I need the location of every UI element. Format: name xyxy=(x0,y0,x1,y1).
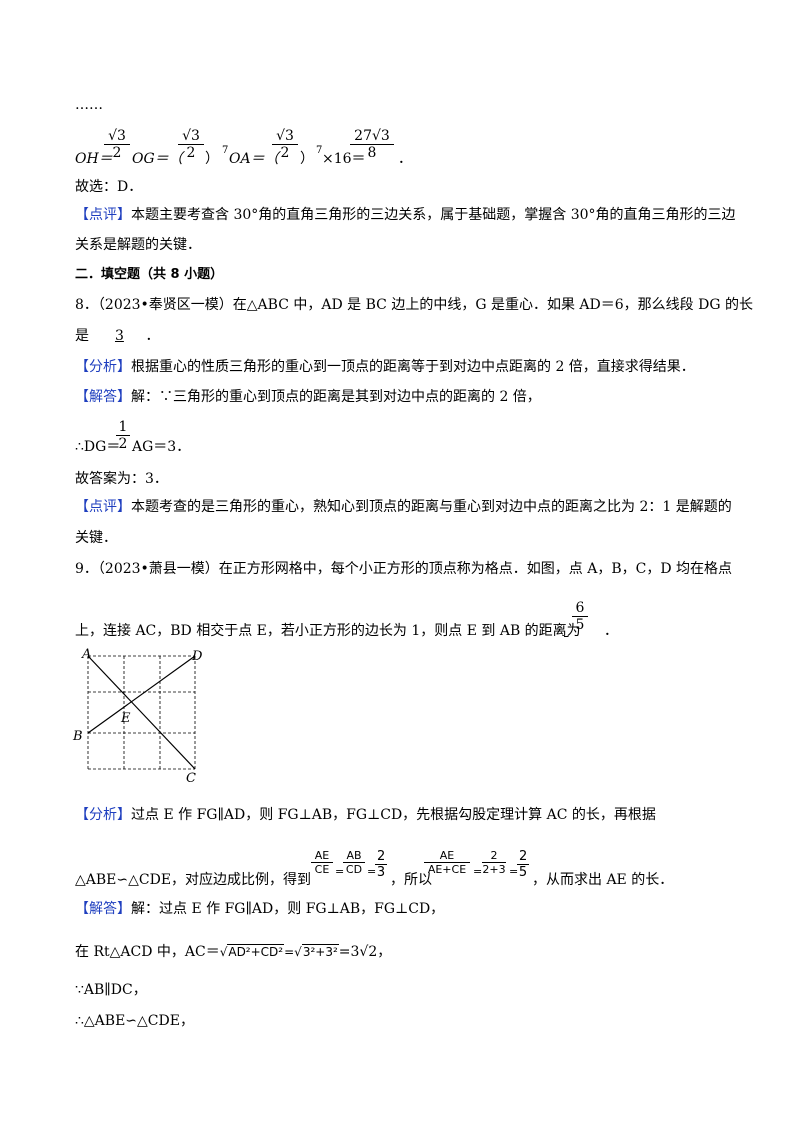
equals: = xyxy=(284,945,295,959)
q8-stem-cont: 是 3 ． xyxy=(75,329,159,343)
analysis-text: 过点 E 作 FG∥AD，则 FG⊥AB，FG⊥CD，先根据勾股定理计算 AC … xyxy=(131,807,656,823)
similar-line: ∴△ABE∽△CDE， xyxy=(75,1013,194,1029)
paren: ） xyxy=(205,151,219,167)
q8-answer-line: 故答案为：3． xyxy=(75,471,168,487)
solution-text: 解：∵三角形的重心到顶点的距离是其到对边中点的距离的 2 倍， xyxy=(131,389,541,405)
solution-tag: 【解答】 xyxy=(75,901,131,917)
og-label: OG＝（ xyxy=(132,151,183,167)
dg-suffix: AG＝3． xyxy=(132,439,191,455)
q8-suffix: ． xyxy=(145,328,160,344)
line-bd xyxy=(87,655,196,734)
oh-label: OH＝ xyxy=(75,151,113,167)
ellipsis: …… xyxy=(75,97,103,113)
q9-analysis-c: ，从而求出 AE 的长． xyxy=(532,872,674,888)
q8-solution: 【解答】解：∵三角形的重心到顶点的距离是其到对边中点的距离的 2 倍， xyxy=(75,390,541,404)
label-e: E xyxy=(120,711,131,726)
comment-7: 【点评】本题主要考查含 30°角的直角三角形的三边关系，属于基础题，掌握含 30… xyxy=(75,208,736,222)
analysis-text: 根据重心的性质三角形的重心到一顶点的距离等于到对边中点距离的 2 倍，直接求得结… xyxy=(131,359,695,375)
q8-answer: 3 xyxy=(114,328,124,344)
rt-line: 在 Rt△ACD 中，AC＝√AD²+CD²=√3²+3²=3√2， xyxy=(75,944,392,960)
dashed-grid xyxy=(87,655,196,770)
solution-tag: 【解答】 xyxy=(75,389,131,405)
q8-prefix: 是 xyxy=(75,328,89,344)
comment-text: 本题考查的是三角形的重心，熟知心到顶点的距离与重心到对边中点的距离之比为 2：1… xyxy=(131,499,732,515)
analysis-tag: 【分析】 xyxy=(75,807,131,823)
times16: ×16＝ xyxy=(322,151,366,167)
paren: ） xyxy=(300,151,314,167)
comment-text: 本题主要考查含 30°角的直角三角形的三边关系，属于基础题，掌握含 30°角的直… xyxy=(131,207,736,223)
label-a: A xyxy=(81,647,91,662)
analysis-tag: 【分析】 xyxy=(75,359,131,375)
oa-label: OA＝（ xyxy=(229,151,279,167)
answer-choice: 故选：D． xyxy=(75,179,143,195)
q8-analysis: 【分析】根据重心的性质三角形的重心到一顶点的距离等于到对边中点距离的 2 倍，直… xyxy=(75,360,695,374)
parallel-line: ∵AB∥DC， xyxy=(75,982,147,998)
section-title: 二．填空题（共 8 小题） xyxy=(75,267,224,282)
exponent: 7 xyxy=(222,145,229,156)
period: ． xyxy=(604,623,618,639)
label-b: B xyxy=(72,729,83,744)
exponent: 7 xyxy=(316,145,323,156)
sqrt-expression: √3²+3² xyxy=(294,944,339,959)
sqrt-expression: √AD²+CD² xyxy=(219,944,285,959)
q9-analysis-a: △ABE∽△CDE，对应边成比例，得到 xyxy=(75,872,312,888)
rt-prefix: 在 Rt△ACD 中，AC＝ xyxy=(75,944,220,960)
dg-prefix: ∴DG＝ xyxy=(75,439,121,455)
label-c: C xyxy=(186,771,196,784)
q8-stem: 8．（2023•奉贤区一模）在△ABC 中，AD 是 BC 边上的中线，G 是重… xyxy=(75,297,753,313)
equals: = xyxy=(367,865,377,878)
q9-stem-cont: 上，连接 AC，BD 相交于点 E，若小正方形的边长为 1，则点 E 到 AB … xyxy=(75,623,581,639)
period: ． xyxy=(398,151,412,167)
equals: = xyxy=(509,865,519,878)
q9-stem: 9．（2023•萧县一模）在正方形网格中，每个小正方形的顶点称为格点．如图，点 … xyxy=(75,561,733,577)
comment-7-cont: 关系是解题的关键． xyxy=(75,237,201,253)
line-ac xyxy=(87,655,196,770)
label-d: D xyxy=(191,649,203,664)
equals: = xyxy=(335,865,345,878)
q9-analysis-b: ，所以 xyxy=(390,872,432,888)
q9-analysis: 【分析】过点 E 作 FG∥AD，则 FG⊥AB，FG⊥CD，先根据勾股定理计算… xyxy=(75,808,656,822)
comment-tag: 【点评】 xyxy=(75,499,131,515)
equals: = xyxy=(473,865,483,878)
grid-figure: A D B C E xyxy=(72,647,203,784)
q8-comment: 【点评】本题考查的是三角形的重心，熟知心到顶点的距离与重心到对边中点的距离之比为… xyxy=(75,500,732,514)
rt-result: =3√2， xyxy=(338,944,392,960)
q9-solution: 【解答】解：过点 E 作 FG∥AD，则 FG⊥AB，FG⊥CD， xyxy=(75,902,444,916)
q8-comment-cont: 关键． xyxy=(75,530,117,546)
solution-text: 解：过点 E 作 FG∥AD，则 FG⊥AB，FG⊥CD， xyxy=(131,901,445,917)
comment-tag: 【点评】 xyxy=(75,207,131,223)
